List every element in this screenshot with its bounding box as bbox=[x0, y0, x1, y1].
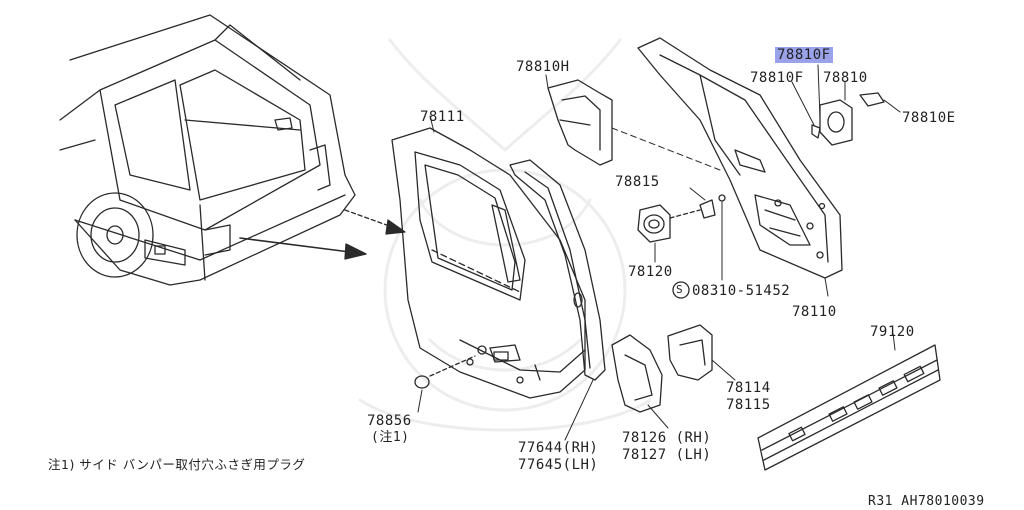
callout-screw-08310-51452[interactable]: 08310-51452 bbox=[692, 283, 791, 299]
part-79120-rear-panel bbox=[757, 332, 941, 471]
watermark-emblem bbox=[358, 38, 652, 432]
screw-symbol-circle bbox=[672, 281, 690, 299]
callout-note-ref: (注1) bbox=[371, 430, 410, 445]
callout-77645-lh[interactable]: 77645(LH) bbox=[518, 457, 599, 473]
figure-code: R31 AH78010039 bbox=[868, 494, 985, 509]
part-78856-plug bbox=[414, 355, 476, 413]
part-78810-fuel-lid bbox=[791, 64, 901, 146]
part-78114-bracket bbox=[667, 324, 736, 381]
callout-78856[interactable]: 78856 bbox=[367, 413, 412, 429]
callout-78127-lh[interactable]: 78127 (LH) bbox=[622, 447, 712, 463]
callout-78815[interactable]: 78815 bbox=[615, 174, 660, 190]
callout-78810H[interactable]: 78810H bbox=[516, 59, 570, 75]
part-78111-outer-panel bbox=[391, 115, 586, 399]
callout-78120[interactable]: 78120 bbox=[628, 264, 673, 280]
part-78810H-bracket bbox=[545, 74, 721, 171]
direction-arrows bbox=[239, 209, 406, 260]
callout-78126-rh[interactable]: 78126 (RH) bbox=[622, 430, 712, 446]
callout-78115[interactable]: 78115 bbox=[726, 397, 771, 413]
callout-78810F[interactable]: 78810F bbox=[750, 70, 804, 86]
callout-78114[interactable]: 78114 bbox=[726, 380, 771, 396]
screw-symbol: S bbox=[676, 283, 684, 296]
callout-78110[interactable]: 78110 bbox=[792, 304, 837, 320]
callout-77644-rh[interactable]: 77644(RH) bbox=[518, 440, 599, 456]
part-78120-lamp-housing bbox=[637, 204, 701, 263]
callout-79120[interactable]: 79120 bbox=[870, 324, 915, 340]
part-78110-inner-panel bbox=[637, 37, 843, 297]
callout-78810F-highlighted[interactable]: 78810F bbox=[775, 47, 833, 63]
vehicle-rear-illustration bbox=[59, 14, 356, 286]
part-78815-bracket bbox=[689, 187, 726, 281]
callout-78810[interactable]: 78810 bbox=[823, 70, 868, 86]
part-77644-pillar bbox=[509, 159, 606, 441]
footnote: 注1) サイド バンパー取付穴ふさぎ用プラグ bbox=[48, 457, 306, 472]
callout-78810E[interactable]: 78810E bbox=[902, 110, 956, 126]
part-78126-housing bbox=[611, 334, 669, 429]
callout-78111[interactable]: 78111 bbox=[420, 109, 465, 125]
